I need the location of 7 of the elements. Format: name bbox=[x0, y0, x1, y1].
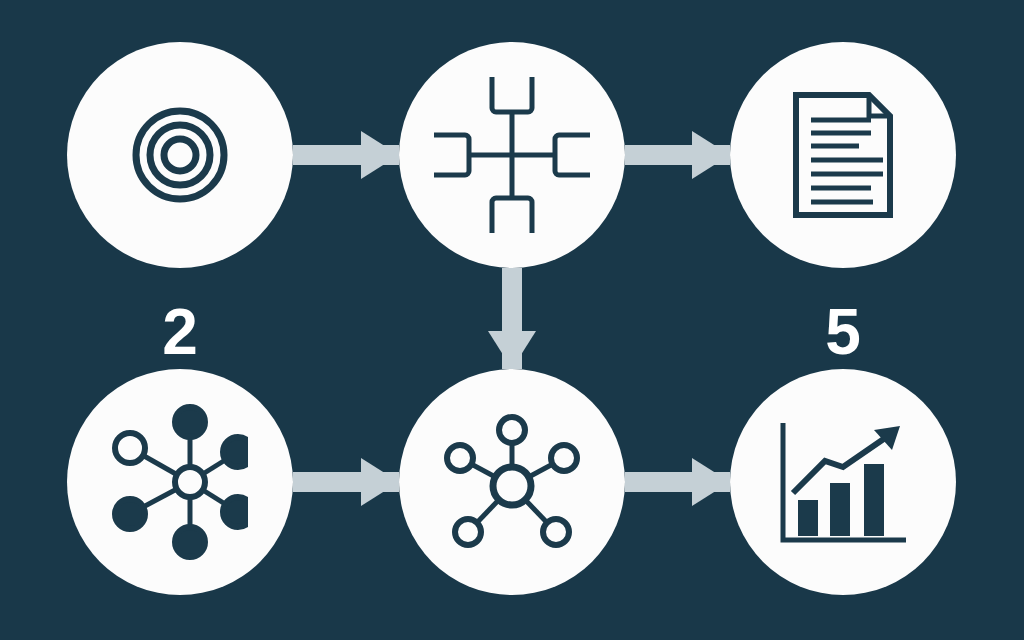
arrow bbox=[625, 131, 730, 179]
arrow bbox=[488, 268, 536, 369]
arrow bbox=[625, 458, 730, 506]
arrow bbox=[293, 131, 399, 179]
arrow bbox=[293, 458, 399, 506]
step-number: 2 bbox=[162, 300, 198, 364]
step-number: 5 bbox=[825, 300, 861, 364]
